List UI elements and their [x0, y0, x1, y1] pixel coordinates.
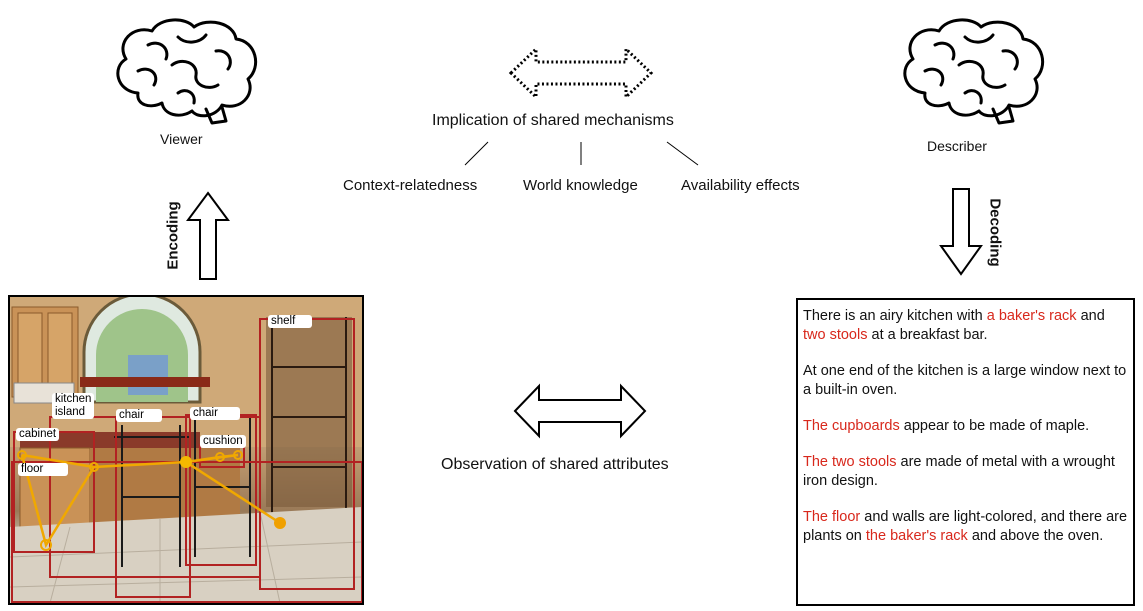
fixation-7 — [274, 517, 286, 529]
describer-brain-icon — [903, 18, 1045, 125]
tag-kitchen-island: kitchen island — [52, 393, 94, 419]
connector-left — [464, 141, 489, 166]
describer-label: Describer — [927, 138, 987, 154]
description-paragraph-4: The two stools are made of metal with a … — [803, 454, 1115, 489]
tag-shelf: shelf — [268, 315, 312, 328]
top-heading: Implication of shared mechanisms — [432, 112, 674, 129]
description-paragraph-3: The cupboards appear to be made of maple… — [803, 418, 1090, 434]
fixation-5 — [233, 450, 243, 460]
description-paragraph-2: At one end of the kitchen is a large win… — [803, 363, 1127, 398]
mechanism-context: Context-relatedness — [343, 177, 478, 194]
decoding-down-arrow-icon — [939, 188, 983, 276]
viewer-brain-icon — [116, 18, 258, 125]
description-paragraph-5: The floor and walls are light-colored, a… — [803, 509, 1128, 544]
connector-right — [666, 141, 699, 166]
kitchen-scene-image: shelf kitchen island chair chair cabinet… — [8, 295, 364, 605]
tag-cabinet: cabinet — [16, 428, 60, 441]
fixation-4 — [215, 452, 225, 462]
fixation-2 — [40, 539, 52, 551]
decoding-label: Decoding — [986, 198, 1004, 267]
mechanism-connectors — [464, 141, 699, 166]
description-paragraph-1: There is an airy kitchen with a baker's … — [803, 308, 1105, 343]
tag-cushion: cushion — [200, 435, 246, 448]
viewer-label: Viewer — [160, 131, 203, 147]
encoding-up-arrow-icon — [186, 191, 230, 280]
fixation-1 — [17, 450, 27, 460]
double-arrow-icon — [513, 383, 647, 439]
tag-floor: floor — [18, 463, 68, 476]
fixation-6 — [180, 456, 192, 468]
encoding-label: Encoding — [164, 201, 182, 270]
middle-caption: Observation of shared attributes — [441, 456, 669, 473]
mechanism-availability: Availability effects — [681, 177, 800, 194]
mechanism-world-knowledge: World knowledge — [523, 177, 638, 194]
tag-chair-2: chair — [190, 407, 240, 420]
tag-chair-1: chair — [116, 409, 162, 422]
description-box: There is an airy kitchen with a baker's … — [796, 298, 1135, 606]
fixation-3 — [89, 462, 99, 472]
dotted-double-arrow-icon — [508, 45, 654, 101]
